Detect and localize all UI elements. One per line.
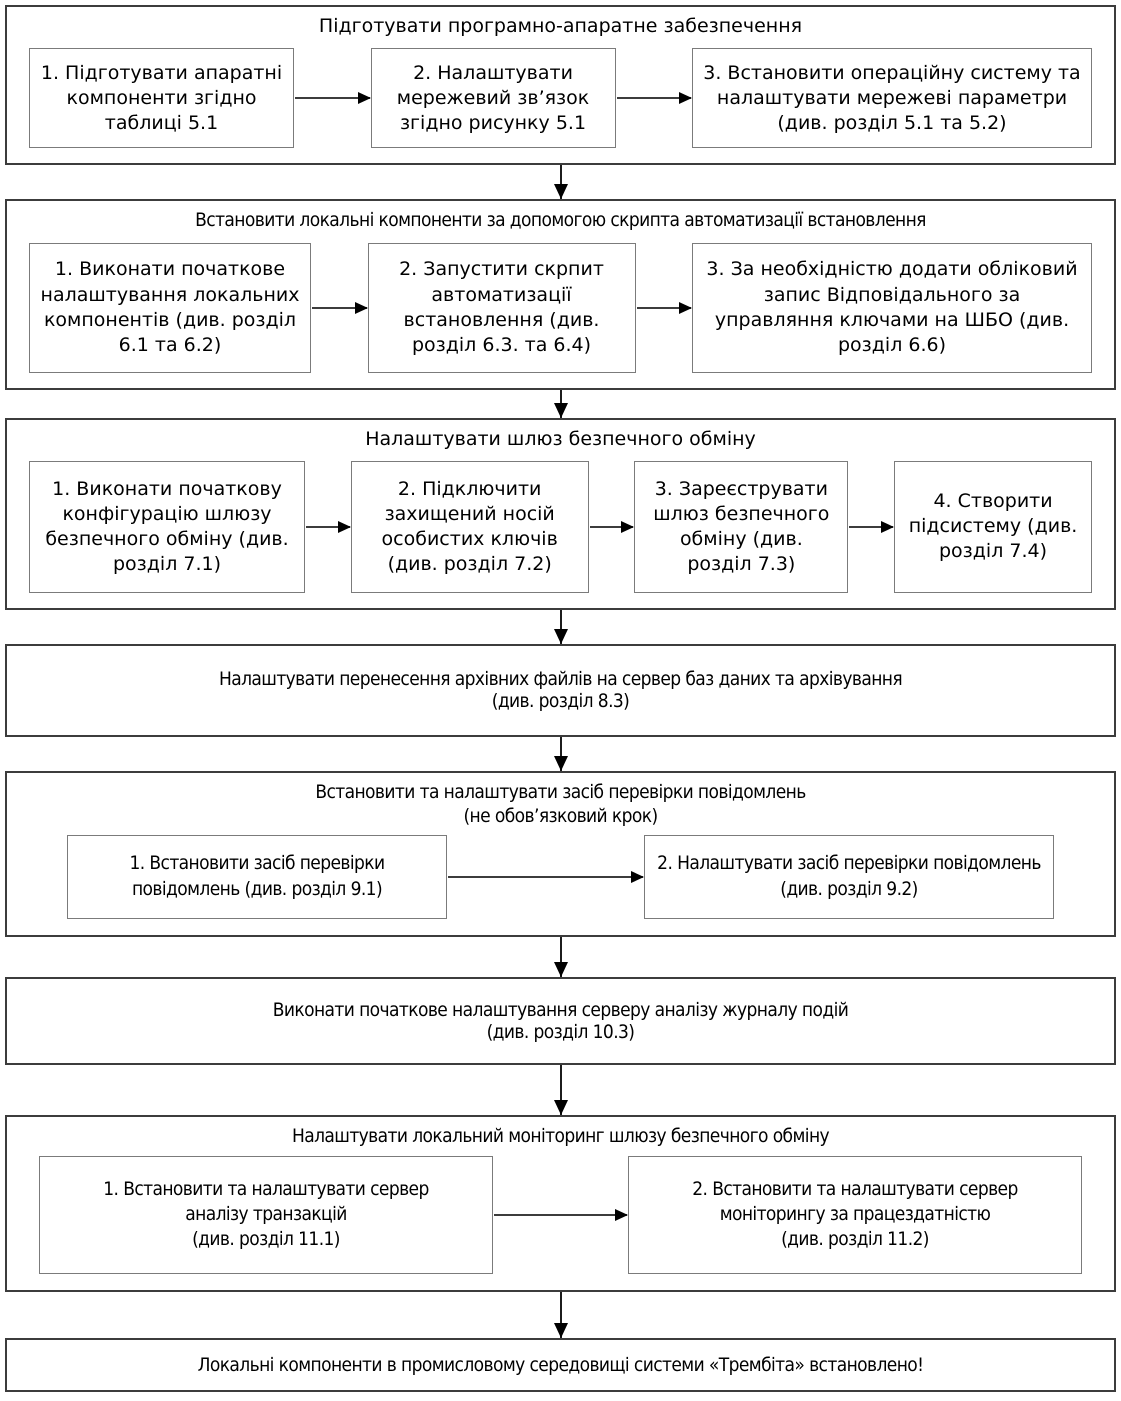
step-text-line: Виконати початкове налаштування серверу … (272, 998, 849, 1021)
flow-arrow-right (616, 97, 691, 100)
step-register-gateway: 3. Зареєструвати шлюз безпечного обміну … (634, 460, 849, 593)
flow-arrow-right (849, 525, 894, 528)
section-archive-files-transfer: Налаштувати перенесення архівних файлів … (5, 643, 1116, 737)
section-configure-secure-gateway: Налаштувати шлюз безпечного обміну 1. Ви… (5, 417, 1116, 610)
flow-arrow-down (559, 165, 562, 200)
section-title-line: Встановити та налаштувати засіб перевірк… (315, 780, 806, 803)
flow-arrow-down (559, 1291, 562, 1338)
section-event-log-server-setup: Виконати початкове налаштування серверу … (5, 976, 1116, 1065)
step-initial-local-components-setup: 1. Виконати початкове налаштування локал… (29, 242, 311, 373)
step-configure-verification-tool: 2. Налаштувати засіб перевірки повідомле… (644, 834, 1054, 919)
step-add-key-manager-account: 3. За необхідністю додати обліковий запи… (692, 242, 1092, 373)
section-title: Встановити локальні компоненти за допомо… (195, 209, 926, 232)
step-text-line: 2. Встановити та налаштувати сервер (692, 1178, 1018, 1201)
flow-arrow-right (494, 1213, 627, 1216)
step-install-transaction-analysis-server: 1. Встановити та налаштувати сервер анал… (39, 1155, 493, 1274)
section-message-verification-tool: Встановити та налаштувати засіб перевірк… (5, 770, 1116, 937)
step-text-line: 1. Встановити та налаштувати сервер (103, 1178, 429, 1201)
step-text-line: (див. розділ 10.3) (486, 1020, 635, 1043)
section-title: Встановити та налаштувати засіб перевірк… (7, 773, 1114, 831)
flow-arrow-right (312, 306, 367, 309)
step-prepare-hardware-components: 1. Підготувати апаратні компоненти згідн… (29, 48, 294, 149)
step-install-health-monitoring-server: 2. Встановити та налаштувати сервер моні… (628, 1155, 1082, 1274)
step-create-subsystem: 4. Створити підсистему (див. розділ 7.4) (894, 460, 1093, 593)
steps-row: 1. Встановити засіб перевірки повідомлен… (7, 831, 1114, 935)
steps-row: 1. Виконати початкове налаштування локал… (7, 235, 1114, 388)
step-initial-gateway-configuration: 1. Виконати початкову конфігурацію шлюзу… (29, 460, 305, 593)
step-text-line: Налаштувати перенесення архівних файлів … (218, 668, 903, 691)
flow-arrow-down (559, 609, 562, 644)
flow-arrow-down (559, 736, 562, 771)
step-configure-network-link: 2. Налаштувати мережевий зв’язок згідно … (370, 48, 616, 149)
flow-arrow-right (295, 97, 370, 100)
section-title: Налаштувати шлюз безпечного обміну (365, 427, 756, 450)
flow-arrow-down (559, 389, 562, 418)
section-title: Налаштувати локальний моніторинг шлюзу б… (291, 1124, 830, 1147)
step-install-os-network-params: 3. Встановити операційну систему та нала… (692, 48, 1092, 149)
step-text-line: (див. розділ 11.2) (781, 1228, 929, 1251)
section-install-local-components: Встановити локальні компоненти за допомо… (5, 199, 1116, 390)
step-text-line: аналізу транзакцій (185, 1203, 347, 1226)
step-install-verification-tool: 1. Встановити засіб перевірки повідомлен… (67, 834, 447, 919)
step-text-line: моніторингу за працездатністю (719, 1203, 991, 1226)
step-text-line: (див. розділ 11.1) (192, 1228, 340, 1251)
flow-arrow-right (589, 525, 634, 528)
completion-text: Локальні компоненти в промисловому серед… (197, 1353, 924, 1376)
section-prepare-hardware-software: Підготувати програмно-апаратне забезпече… (5, 5, 1116, 166)
section-title: Підготувати програмно-апаратне забезпече… (318, 15, 803, 37)
section-title-line: (не обов’язковий крок) (463, 805, 658, 828)
steps-row: 1. Виконати початкову конфігурацію шлюзу… (7, 453, 1114, 608)
step-text-line: (див. розділ 8.3) (491, 690, 630, 713)
steps-row: 1. Підготувати апаратні компоненти згідн… (7, 40, 1114, 163)
step-connect-key-media: 2. Підключити захищений носій особистих … (350, 460, 589, 593)
steps-row: 1. Встановити та налаштувати сервер анал… (7, 1150, 1114, 1290)
step-run-automation-script: 2. Запустити скрпит автоматизації встано… (367, 242, 636, 373)
flow-arrow-right (448, 875, 643, 878)
flow-arrow-down (559, 1064, 562, 1115)
section-installation-complete: Локальні компоненти в промисловому серед… (5, 1337, 1116, 1392)
flow-arrow-down (559, 936, 562, 977)
section-local-monitoring: Налаштувати локальний моніторинг шлюзу б… (5, 1114, 1116, 1292)
flow-arrow-right (306, 525, 350, 528)
flow-arrow-right (636, 306, 691, 309)
